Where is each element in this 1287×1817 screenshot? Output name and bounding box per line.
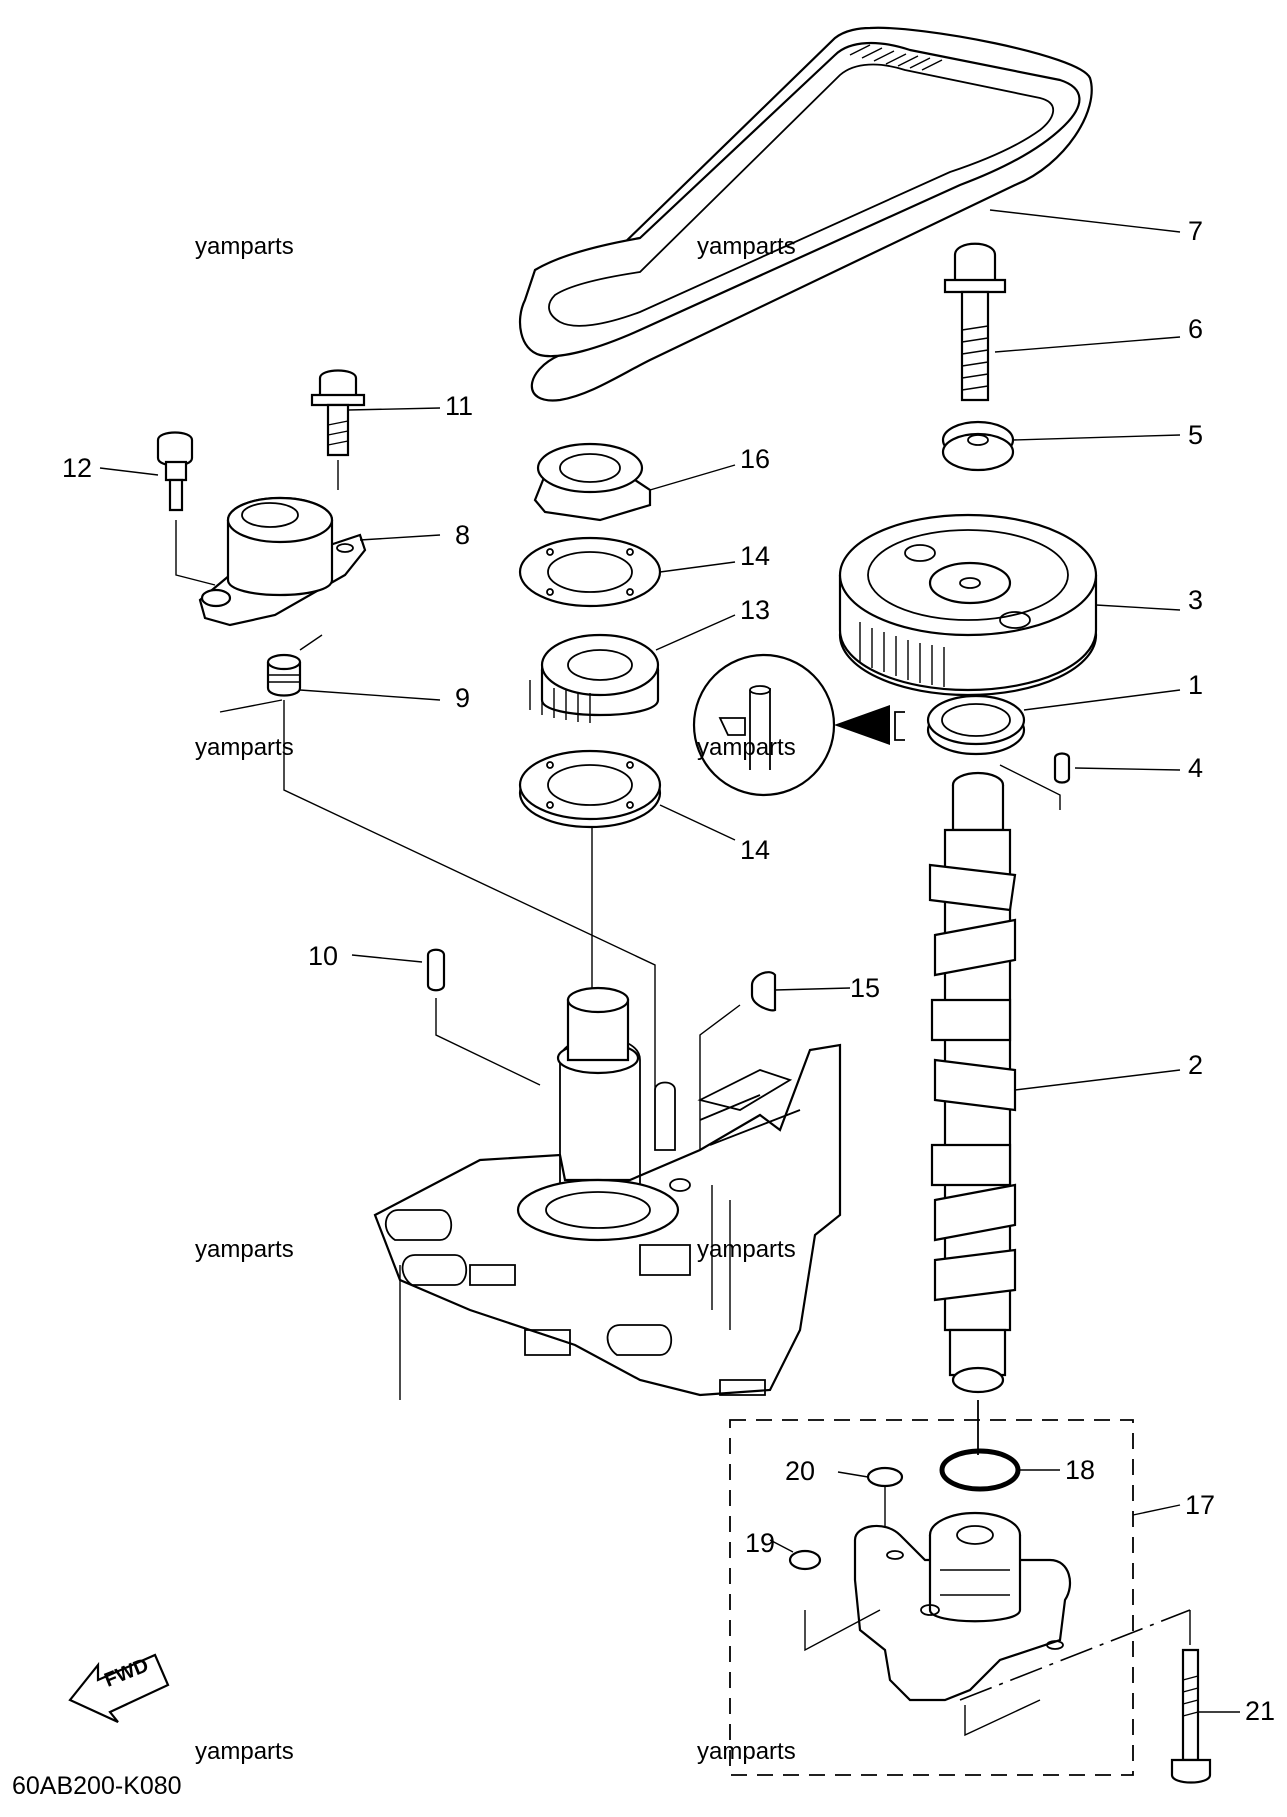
watermark: yamparts [195,1236,294,1263]
callout-15: 16 [740,444,771,474]
callout-13: 13 [740,595,771,625]
callout-10: 10 [308,941,339,971]
belt-tensioner-8 [198,496,441,627]
callout-9: 9 [455,683,471,713]
drawing-code: 60AB200-K080 [12,1772,182,1800]
woodruff-key-16 [699,971,851,1175]
watermark: yamparts [697,1738,796,1765]
watermark: yamparts [697,233,796,260]
dowel-pin-4 [999,752,1181,810]
bolt-12 [99,431,216,586]
o-ring-20 [837,1466,904,1560]
callout-8: 8 [455,520,471,550]
oil-pump-body [804,1511,1191,1737]
callout-16: 15 [850,973,881,1003]
callout-20: 20 [785,1456,816,1486]
watermark: yamparts [195,1738,294,1765]
nut-15 [533,442,736,522]
callout-6: 6 [1188,314,1204,344]
bolt-11 [310,369,441,490]
callout-3: 3 [1188,585,1204,615]
thrust-washer-14-lower [518,749,736,990]
camshaft-pulley-3 [838,513,1181,697]
timing-belt [518,26,1181,402]
callout-7: 7 [1188,216,1204,246]
camshaft-2 [928,771,1181,1394]
callout-2: 2 [1188,1050,1204,1080]
callout-18: 18 [1065,1455,1096,1485]
crankcase-block [373,986,842,1400]
callout-4: 4 [1188,753,1204,783]
oil-seal-1 [894,689,1181,756]
seal-detail-bubble [692,653,890,797]
watermark: yamparts [195,233,294,260]
o-ring-19 [769,1539,822,1571]
callout-5: 5 [1188,420,1204,450]
bolt-6 [943,242,1181,402]
callout-21: 21 [1245,1696,1276,1726]
callout-12: 12 [62,453,93,483]
collar-9 [219,634,656,1090]
watermark: yamparts [195,734,294,761]
bolt-21 [1170,1610,1240,1784]
oil-pump-assembly-box [729,1419,1134,1776]
crankshaft-gear-13 [529,614,736,723]
o-ring-18 [939,1448,1060,1492]
callout-14-lower: 14 [740,835,771,865]
washer-5 [941,420,1181,472]
callout-19: 19 [745,1528,776,1558]
watermark: yamparts [697,1236,796,1263]
dowel-pin-10 [351,948,541,1086]
watermark: yamparts [697,734,796,761]
callout-17: 17 [1185,1490,1216,1520]
fwd-arrow-icon [68,1653,170,1723]
thrust-washer-14-upper [518,536,736,608]
callout-11: 11 [445,391,474,421]
callout-1: 1 [1188,670,1204,700]
callout-14-upper: 14 [740,541,771,571]
